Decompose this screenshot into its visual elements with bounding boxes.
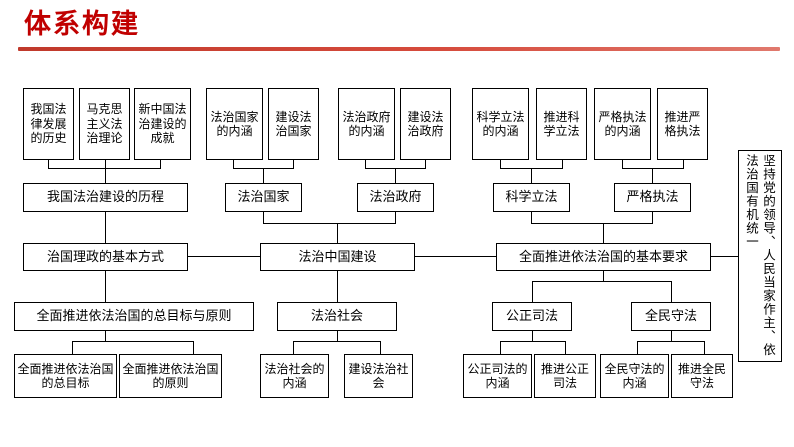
node-b6[interactable]: 推进公正司法 <box>534 354 596 398</box>
connector <box>652 212 654 224</box>
connector <box>105 160 107 169</box>
node-b7[interactable]: 全民守法的内涵 <box>600 354 669 398</box>
connector <box>293 341 295 354</box>
node-m1[interactable]: 治国理政的基本方式 <box>23 243 188 271</box>
connector <box>337 223 339 243</box>
connector <box>48 168 161 170</box>
connector <box>531 223 604 225</box>
connector <box>637 341 639 354</box>
node-b1[interactable]: 全面推进依法治国的总目标 <box>14 354 117 398</box>
connector <box>263 212 265 224</box>
node-t3[interactable]: 新中国法治建设的成就 <box>134 88 191 160</box>
connector <box>337 330 339 342</box>
connector <box>531 212 533 224</box>
connector <box>531 168 533 183</box>
connector <box>193 341 195 354</box>
connector <box>263 168 265 183</box>
connector <box>603 223 653 225</box>
node-t8[interactable]: 科学立法的内涵 <box>472 88 529 160</box>
node-side-vertical[interactable]: 坚持党的领导、人民当家作主、依法治国有机统一 <box>738 150 782 362</box>
connector <box>671 281 673 302</box>
connector <box>48 160 50 169</box>
node-s1[interactable]: 我国法治建设的历程 <box>23 183 188 212</box>
node-t6[interactable]: 法治政府的内涵 <box>338 88 395 160</box>
connector <box>293 160 295 169</box>
connector <box>500 160 502 169</box>
node-t2[interactable]: 马克思主义法治理论 <box>79 88 130 160</box>
node-s3[interactable]: 法治政府 <box>357 183 434 212</box>
connector <box>105 212 107 243</box>
connector <box>337 223 396 225</box>
connector <box>500 341 502 354</box>
node-b2[interactable]: 全面推进依法治国的原则 <box>119 354 222 398</box>
connector <box>233 160 235 169</box>
connector <box>603 270 605 282</box>
node-b3[interactable]: 法治社会的内涵 <box>260 354 329 398</box>
title-underline-rule <box>18 47 780 51</box>
connector <box>105 270 107 302</box>
connector <box>380 341 382 354</box>
node-f4[interactable]: 全民守法 <box>631 302 711 331</box>
connector <box>562 160 564 169</box>
connector <box>704 341 706 354</box>
node-s4[interactable]: 科学立法 <box>493 183 570 212</box>
connector <box>293 341 381 343</box>
connector <box>532 281 534 302</box>
connector <box>105 168 107 183</box>
node-b4[interactable]: 建设法治社会 <box>344 354 413 398</box>
node-t1[interactable]: 我国法律发展的历史 <box>23 88 74 160</box>
connector <box>415 256 496 258</box>
connector <box>622 160 624 169</box>
node-b8[interactable]: 推进全民守法 <box>671 354 733 398</box>
node-t5[interactable]: 建设法治国家 <box>268 88 319 160</box>
connector <box>72 341 74 354</box>
connector <box>395 168 397 183</box>
connector <box>683 160 685 169</box>
connector <box>500 341 566 343</box>
node-s2[interactable]: 法治国家 <box>225 183 302 212</box>
node-f1[interactable]: 全面推进依法治国的总目标与原则 <box>14 302 254 331</box>
connector <box>532 281 672 283</box>
node-m2[interactable]: 法治中国建设 <box>260 243 415 271</box>
node-f3[interactable]: 公正司法 <box>492 302 572 331</box>
connector <box>652 168 654 183</box>
connector <box>671 330 673 342</box>
node-f2[interactable]: 法治社会 <box>277 302 397 331</box>
connector <box>603 223 605 243</box>
connector <box>188 256 261 258</box>
node-t7[interactable]: 建设法治政府 <box>400 88 451 160</box>
connector <box>337 270 339 302</box>
node-m3[interactable]: 全面推进依法治国的基本要求 <box>496 243 711 271</box>
connector <box>365 160 367 169</box>
node-t4[interactable]: 法治国家的内涵 <box>206 88 263 160</box>
node-t11[interactable]: 推进严格执法 <box>657 88 708 160</box>
connector <box>72 341 194 343</box>
node-s5[interactable]: 严格执法 <box>614 183 691 212</box>
page-title: 体系构建 <box>24 9 140 40</box>
node-b5[interactable]: 公正司法的内涵 <box>463 354 532 398</box>
node-t10[interactable]: 严格执法的内涵 <box>594 88 651 160</box>
connector <box>637 341 705 343</box>
connector <box>565 341 567 354</box>
connector <box>160 160 162 169</box>
connector <box>395 212 397 224</box>
connector <box>105 330 107 342</box>
connector <box>263 223 338 225</box>
node-t9[interactable]: 推进科学立法 <box>536 88 587 160</box>
connector <box>711 256 738 258</box>
connector <box>532 330 534 342</box>
connector <box>425 160 427 169</box>
